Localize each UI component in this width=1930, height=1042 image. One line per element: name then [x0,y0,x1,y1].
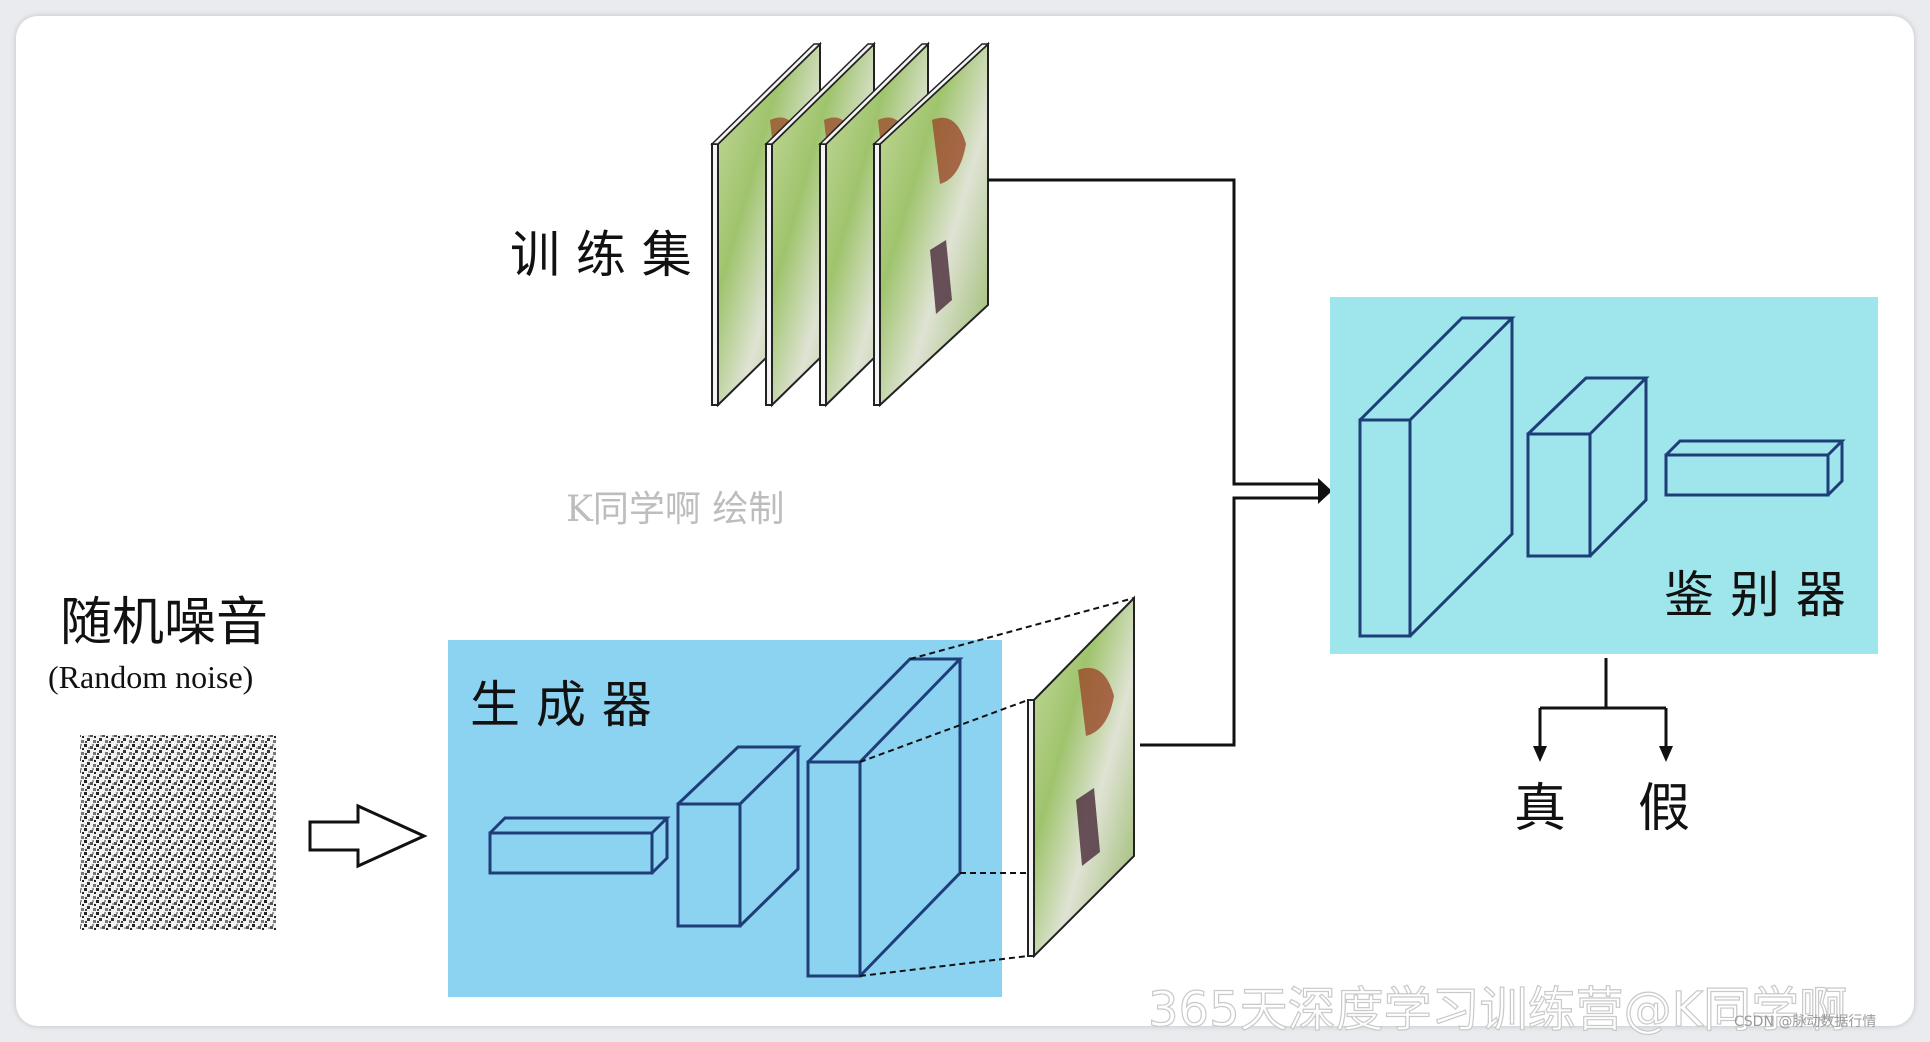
output-branch-lines [1538,658,1668,750]
random-noise-label: 随机噪音 [60,593,268,653]
training-set-label: 训 练 集 [510,226,692,284]
training-set-image-stack [710,41,990,408]
training-image-4 [872,41,990,408]
connector-lines [988,178,1322,747]
discriminator-layer-2 [1526,376,1650,558]
real-arrow-icon [1533,746,1547,762]
generator-projection-lines [859,597,1135,977]
credit-label: K同学啊 绘制 [566,489,784,530]
watermark-text: 365天深度学习训练营@K同学啊 [1148,982,1847,1038]
generator-layer-1 [488,816,671,875]
input-arrow-icon [308,803,428,869]
discriminator-box [1330,297,1878,654]
real-label: 真 [1514,779,1566,839]
watermark-small-text: CSDN @脉动数据行情 [1734,1014,1876,1030]
generator-label: 生 成 器 [470,676,652,734]
noise-image [80,735,276,930]
fake-arrow-icon [1659,746,1673,762]
discriminator-layer-3 [1664,439,1846,497]
discriminator-layer-1 [1358,316,1516,638]
discriminator-label: 鉴 别 器 [1664,566,1846,624]
generator-layer-2 [676,745,802,928]
discriminator-input-arrow-icon [1318,478,1332,504]
random-noise-english-label: (Random noise) [48,659,253,695]
generated-image [1027,595,1135,959]
fake-label: 假 [1638,779,1690,839]
